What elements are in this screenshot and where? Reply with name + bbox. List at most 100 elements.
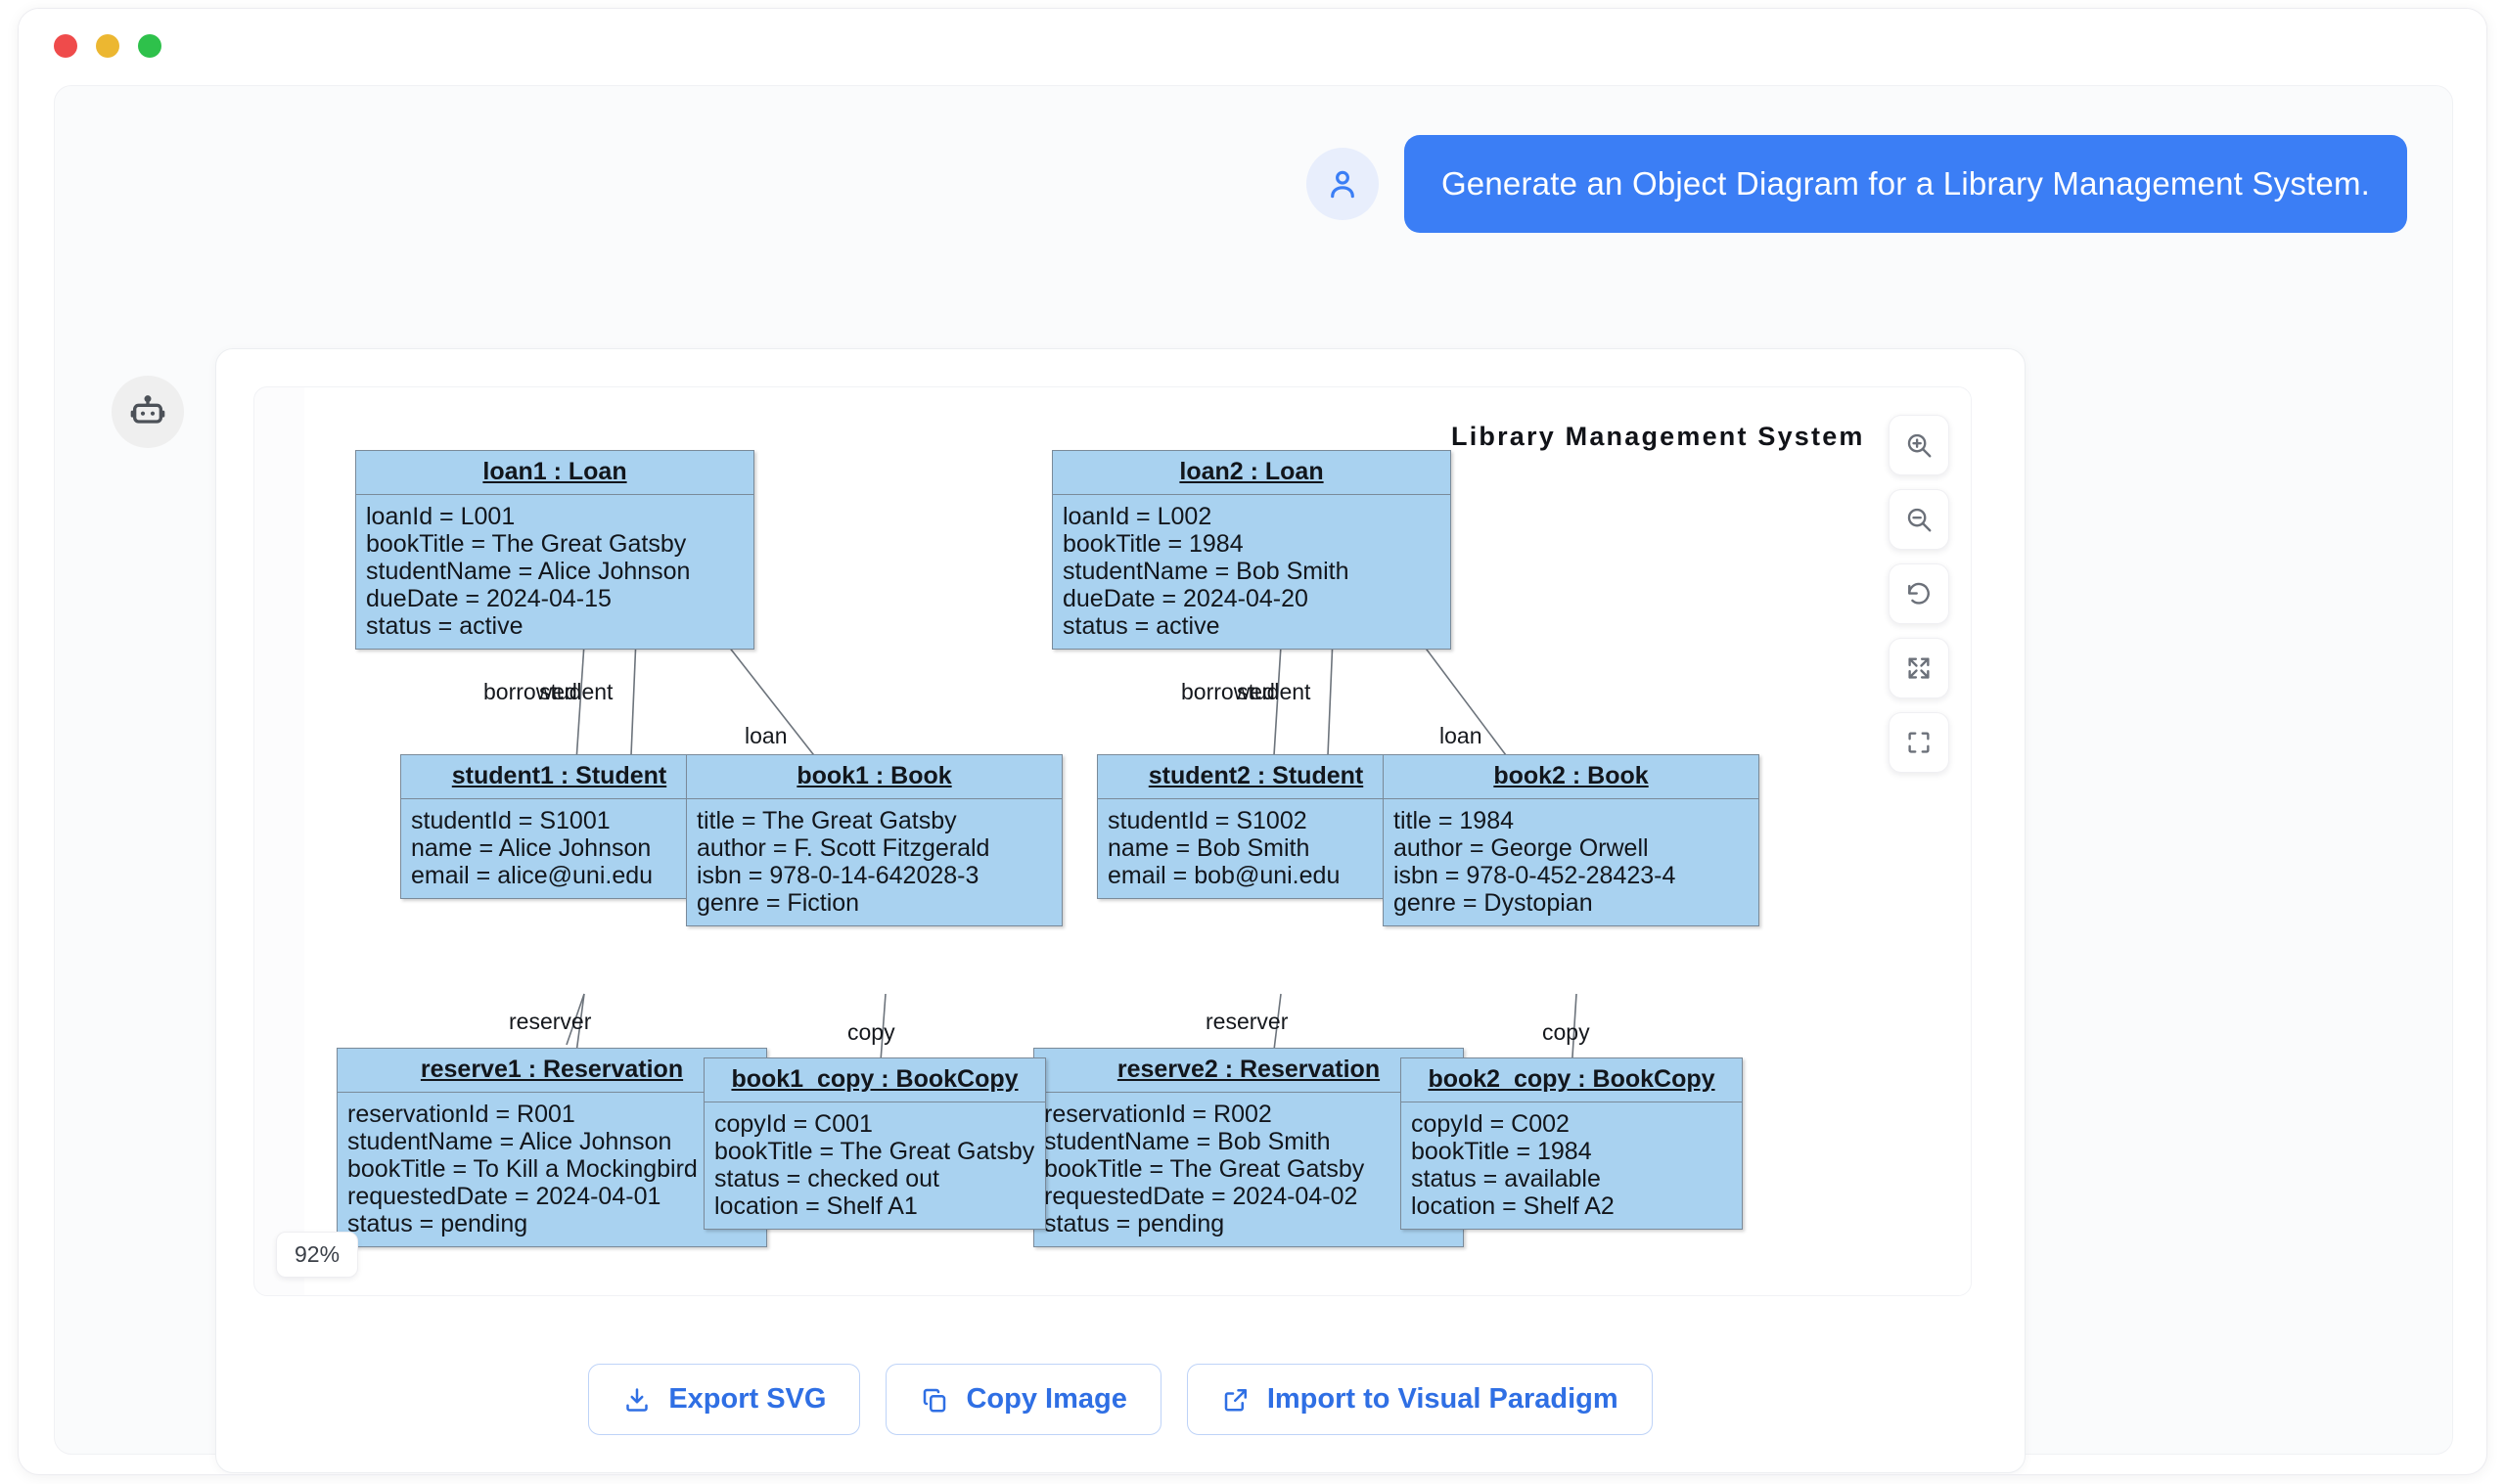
object-node-loan1[interactable]: loan1 : Loan loanId = L001 bookTitle = T…	[355, 450, 754, 650]
assistant-response-card: Library Management System	[215, 348, 2026, 1473]
object-attributes: copyId = C002 bookTitle = 1984 status = …	[1401, 1102, 1742, 1229]
object-attribute: dueDate = 2024-04-15	[366, 585, 612, 612]
object-node-book2[interactable]: book2 : Book title = 1984 author = Georg…	[1383, 754, 1759, 926]
fullscreen-icon	[1908, 732, 1930, 753]
object-attribute: loanId = L002	[1063, 503, 1212, 530]
object-attribute: email = bob@uni.edu	[1108, 862, 1341, 889]
fullscreen-button[interactable]	[1889, 712, 1949, 773]
object-attribute: isbn = 978-0-452-28423-4	[1393, 862, 1676, 889]
object-title: student1 : Student	[401, 755, 717, 799]
object-attribute: location = Shelf A2	[1411, 1192, 1615, 1220]
object-attribute: location = Shelf A1	[714, 1192, 918, 1220]
object-attributes: studentId = S1002 name = Bob Smith email…	[1098, 799, 1414, 898]
object-node-book1[interactable]: book1 : Book title = The Great Gatsby au…	[686, 754, 1063, 926]
object-attributes: loanId = L002 bookTitle = 1984 studentNa…	[1053, 495, 1450, 649]
object-attribute: bookTitle = To Kill a Mockingbird	[347, 1155, 698, 1183]
object-attribute: status = pending	[347, 1210, 528, 1237]
window-titlebar	[19, 9, 2486, 83]
object-attributes: loanId = L001 bookTitle = The Great Gats…	[356, 495, 753, 649]
edge-label-borrowed: borrowed	[483, 679, 577, 704]
object-attribute: status = active	[366, 612, 524, 640]
zoom-level-badge: 92%	[276, 1232, 359, 1278]
zoom-in-button[interactable]	[1889, 415, 1949, 475]
object-attribute: bookTitle = 1984	[1063, 530, 1244, 558]
diagram-panel[interactable]: Library Management System	[253, 386, 1972, 1296]
object-title: reserve2 : Reservation	[1034, 1049, 1463, 1093]
object-attributes: reservationId = R002 studentName = Bob S…	[1034, 1093, 1463, 1246]
object-attribute: copyId = C001	[714, 1110, 873, 1138]
object-title: book1 : Book	[687, 755, 1062, 799]
import-to-visual-paradigm-button[interactable]: Import to Visual Paradigm	[1186, 1364, 1653, 1435]
object-attribute: status = checked out	[714, 1165, 940, 1192]
object-attribute: copyId = C002	[1411, 1110, 1570, 1138]
object-attribute: studentName = Bob Smith	[1063, 558, 1349, 585]
diagram-title: Library Management System	[1451, 422, 1865, 451]
object-attribute: name = Bob Smith	[1108, 834, 1310, 862]
object-attribute: requestedDate = 2024-04-01	[347, 1183, 661, 1210]
object-node-book2-copy[interactable]: book2_copy : BookCopy copyId = C002 book…	[1400, 1057, 1743, 1230]
traffic-lights	[54, 34, 161, 58]
object-attributes: copyId = C001 bookTitle = The Great Gats…	[705, 1102, 1045, 1229]
export-svg-label: Export SVG	[668, 1383, 827, 1415]
object-node-book1-copy[interactable]: book1_copy : BookCopy copyId = C001 book…	[704, 1057, 1046, 1230]
object-attribute: author = George Orwell	[1393, 834, 1649, 862]
edge-label-student: student	[539, 679, 614, 704]
diagram-canvas[interactable]: Library Management System	[304, 387, 1971, 1295]
object-node-loan2[interactable]: loan2 : Loan loanId = L002 bookTitle = 1…	[1052, 450, 1451, 650]
object-attribute: loanId = L001	[366, 503, 516, 530]
object-title: book2_copy : BookCopy	[1401, 1058, 1742, 1102]
edge-label-student-2: student	[1237, 679, 1311, 704]
object-attribute: bookTitle = 1984	[1411, 1138, 1592, 1165]
object-attribute: status = available	[1411, 1165, 1601, 1192]
object-attribute: studentName = Alice Johnson	[366, 558, 691, 585]
object-title: loan2 : Loan	[1053, 451, 1450, 495]
export-svg-button[interactable]: Export SVG	[588, 1364, 861, 1435]
maximize-window-button[interactable]	[138, 34, 161, 58]
minimize-window-button[interactable]	[96, 34, 119, 58]
object-attribute: genre = Dystopian	[1393, 889, 1593, 917]
object-attribute: bookTitle = The Great Gatsby	[1044, 1155, 1365, 1183]
assistant-avatar	[112, 376, 184, 448]
action-button-bar: Export SVG Copy Image Import to V	[216, 1364, 2025, 1435]
user-icon	[1331, 170, 1354, 199]
edge-label-loan-diagonal-2: loan	[1439, 723, 1482, 748]
object-attribute: status = active	[1063, 612, 1220, 640]
edge-label-reserver: reserver	[509, 1009, 592, 1034]
object-attribute: studentName = Bob Smith	[1044, 1128, 1331, 1155]
object-attributes: title = 1984 author = George Orwell isbn…	[1384, 799, 1758, 925]
object-attribute: title = 1984	[1393, 807, 1515, 834]
fit-to-screen-button[interactable]	[1889, 638, 1949, 698]
download-icon	[626, 1387, 649, 1412]
object-attribute: reservationId = R001	[347, 1101, 575, 1128]
object-attribute: status = pending	[1044, 1210, 1225, 1237]
user-message-row: Generate an Object Diagram for a Library…	[1305, 135, 2407, 233]
app-window: Generate an Object Diagram for a Library…	[18, 8, 2487, 1475]
zoom-out-button[interactable]	[1889, 489, 1949, 550]
object-node-reserve1[interactable]: reserve1 : Reservation reservationId = R…	[337, 1048, 767, 1247]
object-node-student1[interactable]: student1 : Student studentId = S1001 nam…	[400, 754, 718, 899]
content-surface: Generate an Object Diagram for a Library…	[54, 85, 2453, 1473]
edge-label-borrowed-2: borrowed	[1181, 679, 1275, 704]
user-avatar	[1305, 147, 1379, 220]
zoom-in-icon	[1907, 433, 1932, 458]
object-attribute: studentName = Alice Johnson	[347, 1128, 672, 1155]
edge-label-copy-2: copy	[1542, 1019, 1590, 1045]
edge-label-copy: copy	[847, 1019, 895, 1045]
object-title: book2 : Book	[1384, 755, 1758, 799]
external-link-icon	[1224, 1388, 1247, 1411]
reset-icon	[1908, 582, 1930, 605]
fit-screen-icon	[1908, 657, 1930, 679]
edge-label-loan-diagonal: loan	[745, 723, 788, 748]
object-attribute: title = The Great Gatsby	[697, 807, 957, 834]
object-attribute: reservationId = R002	[1044, 1101, 1272, 1128]
object-attributes: studentId = S1001 name = Alice Johnson e…	[401, 799, 717, 898]
copy-icon	[924, 1388, 946, 1412]
object-attribute: email = alice@uni.edu	[411, 862, 654, 889]
object-title: book1_copy : BookCopy	[705, 1058, 1045, 1102]
object-node-reserve2[interactable]: reserve2 : Reservation reservationId = R…	[1033, 1048, 1464, 1247]
object-node-student2[interactable]: student2 : Student studentId = S1002 nam…	[1097, 754, 1415, 899]
close-window-button[interactable]	[54, 34, 77, 58]
reset-view-button[interactable]	[1889, 563, 1949, 624]
copy-image-button[interactable]: Copy Image	[886, 1364, 1161, 1435]
object-attribute: bookTitle = The Great Gatsby	[714, 1138, 1035, 1165]
